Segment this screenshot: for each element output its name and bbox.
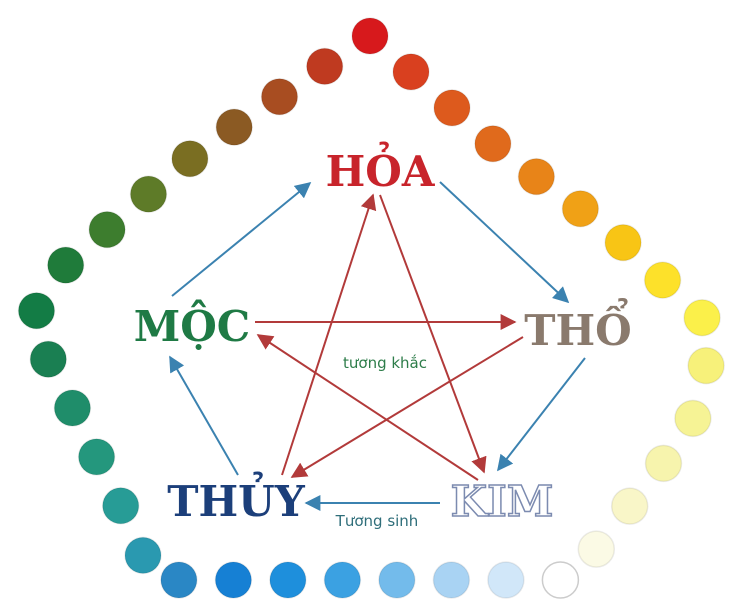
arrow-wood-to-fire [171,181,312,297]
color-wheel-dot [392,53,430,91]
color-wheel-dot [269,561,307,599]
color-wheel-dot [171,139,209,178]
color-wheel-dot [378,561,416,599]
control-cycle [255,193,524,481]
color-wheel-dot [29,340,68,378]
color-wheel-dot [53,389,92,427]
arrow-fire-to-earth [439,181,570,304]
color-wheel-dot [604,223,642,262]
arrow-water-to-fire [281,193,377,476]
color-wheel-dot [160,561,198,599]
color-wheel [17,17,725,599]
element-fire-label: HỎA [326,140,436,196]
color-wheel-dot [124,536,162,575]
color-wheel-dot [17,291,56,330]
color-wheel-dot [215,108,253,146]
element-wood-label: MỘC [134,298,251,351]
arrow-fire-to-metal [379,194,487,474]
color-wheel-dot [433,89,471,127]
color-wheel-dot [88,210,126,249]
element-water-label: THỦY [167,470,306,526]
arrow-earth-to-metal [497,357,586,472]
color-wheel-dot [610,487,649,525]
color-wheel-dot [432,561,471,599]
arrow-water-to-wood [169,355,239,476]
color-wheel-dot [674,399,712,438]
arrow-earth-to-water [290,336,524,478]
element-metal-label: KIM [451,477,554,526]
color-wheel-dot [323,561,362,599]
element-earth-label: THỔ [524,296,632,355]
arrow-metal-to-wood [256,334,479,481]
color-wheel-dot [260,77,299,116]
color-wheel-dot [687,346,725,385]
color-wheel-dot [101,487,140,525]
color-wheel-dot [351,17,389,55]
color-wheel-dot [577,530,616,568]
generation-relation-label: Tương sinh [335,512,419,530]
color-wheel-dot [474,125,512,163]
color-wheel-dot [487,561,525,599]
color-wheel-dot [129,175,168,213]
color-wheel-dot [541,561,580,599]
color-wheel-dot [644,444,683,483]
generation-cycle [169,181,586,511]
color-wheel-dot [77,438,116,476]
color-wheel-dot [561,190,600,228]
color-wheel-dot [305,47,344,86]
color-wheel-dot [643,261,682,299]
control-relation-label: tương khắc [343,354,427,372]
color-wheel-dot [517,157,556,196]
color-wheel-dot [683,298,721,337]
color-wheel-dot [214,561,253,599]
color-wheel-dot [46,246,85,284]
